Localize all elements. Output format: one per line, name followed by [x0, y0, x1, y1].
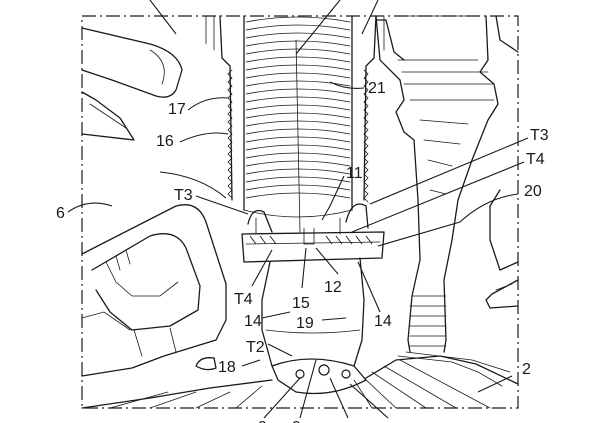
- label-11: 11: [346, 165, 363, 182]
- reference-labels: 17 21 16 6 T3 T3 T4 T4 11 20 12 15 14 14…: [56, 80, 549, 423]
- label-14-right: 14: [374, 313, 392, 330]
- housing-lower-left: [81, 204, 227, 377]
- label-T3-left: T3: [174, 187, 193, 204]
- base-plate: [241, 231, 385, 263]
- label-19: 19: [296, 315, 314, 332]
- housing-right: [485, 189, 519, 309]
- label-T4-right: T4: [526, 151, 545, 168]
- label-2: 2: [522, 361, 531, 378]
- label-16: 16: [156, 133, 174, 150]
- label-15: 15: [292, 295, 310, 312]
- label-9-a: 9: [258, 419, 267, 423]
- label-17: 17: [168, 101, 186, 118]
- electrode-tips: [247, 203, 369, 245]
- leader-lines: [67, 81, 529, 419]
- thread-lines: [245, 16, 351, 199]
- housing-upper-left: [81, 27, 183, 141]
- label-T2: T2: [246, 339, 265, 356]
- label-T3-right: T3: [530, 127, 549, 144]
- label-14-left: 14: [244, 313, 262, 330]
- detail-frame: [81, 15, 519, 409]
- top-leader-arrows: [149, 0, 379, 55]
- prechamber: [261, 257, 367, 395]
- part-18: [195, 357, 217, 371]
- label-12: 12: [324, 279, 342, 296]
- label-T4-left: T4: [234, 291, 253, 308]
- right-injector: [375, 15, 519, 353]
- label-9-b: 9: [292, 419, 301, 423]
- label-6: 6: [56, 205, 65, 222]
- label-18: 18: [218, 359, 236, 376]
- label-21: 21: [368, 80, 386, 97]
- combustion-floor: [81, 351, 519, 409]
- label-20: 20: [524, 183, 542, 200]
- spark-plug-threaded-body: [205, 15, 385, 235]
